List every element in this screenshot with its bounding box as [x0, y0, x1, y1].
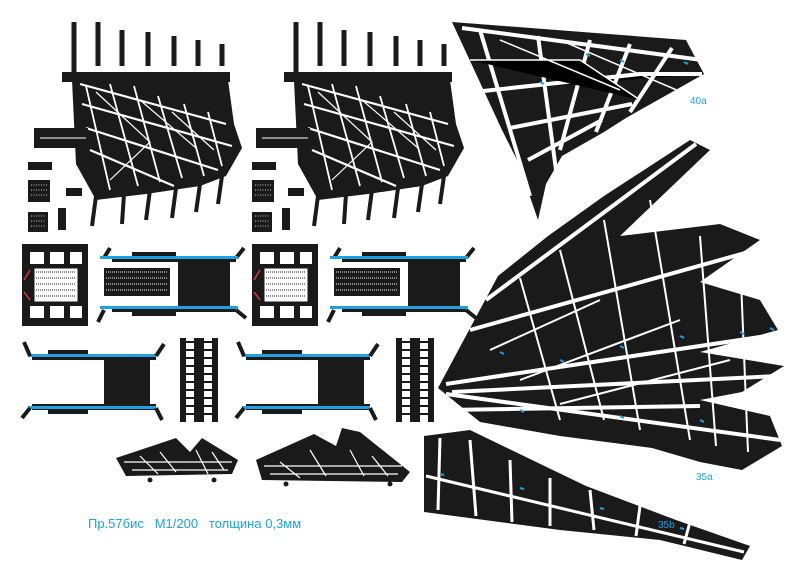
pontoon-frame-upper-left: [96, 246, 248, 324]
ladder-left-2: [197, 337, 219, 423]
small-plates-left: [28, 162, 66, 232]
bridge-truss-left: [116, 438, 238, 483]
grid-box-left: [21, 243, 89, 327]
part-label-40a: 40а: [690, 96, 707, 107]
part-40a: [452, 22, 704, 220]
bridge-truss-right: [256, 428, 410, 487]
part-35b: [424, 430, 750, 560]
grid-box-right: [251, 243, 319, 327]
plate-dots: [31, 184, 271, 227]
sheet-caption: Пр.57бис М1/200 толщина 0,3мм: [88, 516, 302, 531]
truss-frame-left: [34, 22, 242, 226]
ladder-right: [395, 337, 417, 423]
pontoon-frame-lower-left: [20, 340, 166, 422]
part-label-35a: 35а: [696, 472, 713, 483]
truss-frame-right: [256, 22, 464, 226]
part-35a: [438, 140, 784, 470]
ladder-left: [179, 337, 201, 423]
ladder-right-2: [413, 337, 435, 423]
pontoon-frame-lower-right: [234, 340, 380, 422]
part-label-35b: 35b: [658, 520, 675, 531]
pontoon-frame-upper-right: [326, 246, 478, 324]
small-plates-right: [252, 162, 290, 232]
